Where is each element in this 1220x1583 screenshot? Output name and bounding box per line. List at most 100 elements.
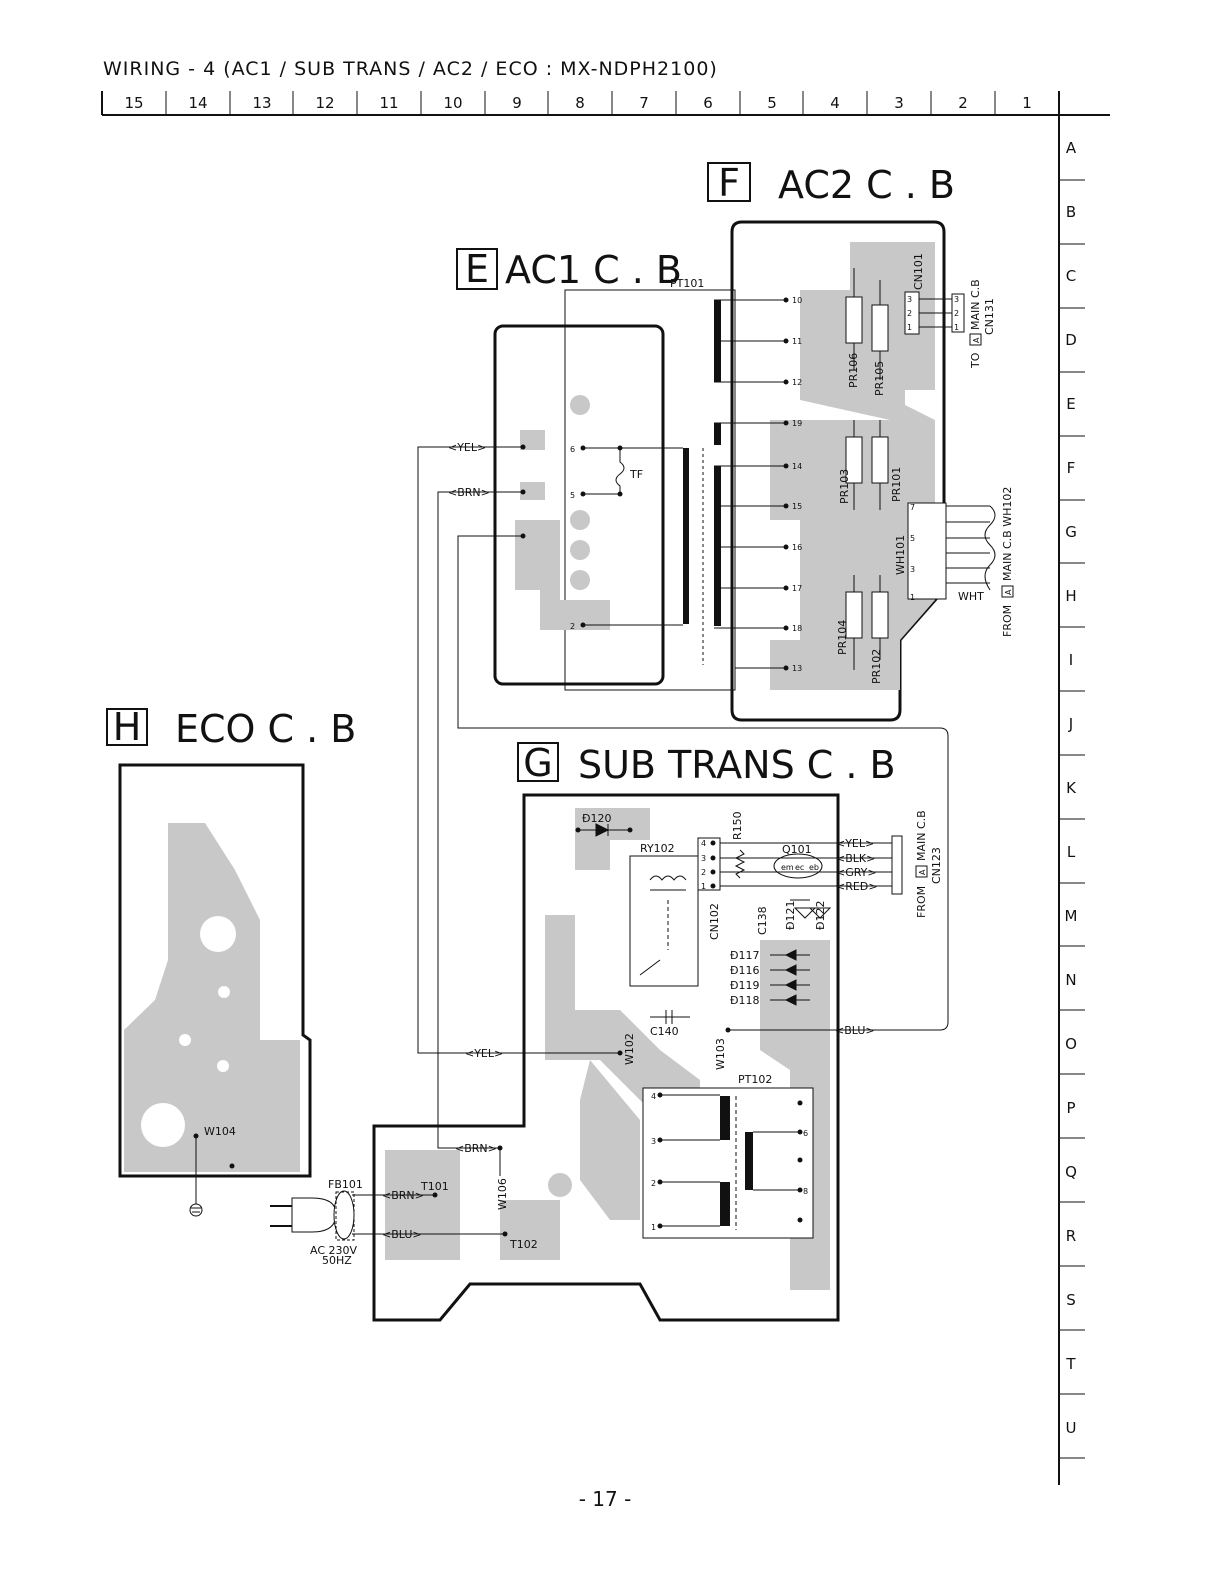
pt101-frame <box>564 289 736 691</box>
ground-icon <box>189 1203 203 1217</box>
ac1-copper <box>515 430 610 630</box>
r150-label: R150 <box>731 811 744 840</box>
pr103-label: PR103 <box>838 469 851 504</box>
wh101-pin: 7 <box>910 503 915 512</box>
wire-blk: <BLK> <box>836 852 875 865</box>
wh101-pin: 3 <box>910 565 915 574</box>
cn102-label: CN102 <box>708 903 721 940</box>
row-label: H <box>1065 587 1076 605</box>
c138-label: C138 <box>756 906 769 935</box>
pr106-label: PR106 <box>847 353 860 388</box>
eco-copper <box>124 823 300 1172</box>
wh101-pin: 5 <box>910 534 915 543</box>
wire-blu: <BLU> <box>382 1228 422 1241</box>
column-labels: 15 14 13 12 11 10 9 8 7 6 5 4 3 2 1 <box>124 94 1031 112</box>
cn131-pin: 3 <box>954 295 959 304</box>
d121-label: Đ121 <box>784 900 797 930</box>
q101-pin-label: eb <box>809 863 819 872</box>
cn123-note-board: MAIN C.B <box>915 810 928 861</box>
d120-label: Đ120 <box>582 812 612 825</box>
row-label: E <box>1066 395 1075 413</box>
pt101-primary-pin: 2 <box>570 622 575 631</box>
wh102-note: FROM A MAIN C.B WH102 <box>1001 487 1014 637</box>
row-label: G <box>1065 523 1077 541</box>
wire-gry: <GRY> <box>836 866 877 879</box>
pt102-pin: 1 <box>651 1223 656 1232</box>
cn123-badge: A <box>918 869 927 875</box>
row-label: R <box>1066 1227 1076 1245</box>
pt101-primary-pin: 6 <box>570 445 575 454</box>
cn101-connector: 3 2 1 3 2 1 <box>907 293 965 333</box>
row-label: I <box>1069 651 1073 669</box>
col-label: 1 <box>1022 94 1032 112</box>
d117-label: Đ117 <box>730 949 760 962</box>
col-label: 10 <box>443 94 462 112</box>
eco-board-outline <box>118 763 312 1178</box>
pt102-pin: 6 <box>803 1129 808 1138</box>
ac1-board-outline <box>493 324 665 686</box>
wh102-note-board: MAIN C.B WH102 <box>1001 487 1014 581</box>
cn123-note: FROM A MAIN C.B CN123 <box>915 810 943 918</box>
eco-board: H ECO C . B W104 <box>106 705 356 1217</box>
wire-blu: <BLU> <box>835 1024 875 1037</box>
cn101-pin: 1 <box>907 323 912 332</box>
pt101-pin: 12 <box>792 378 802 387</box>
subtrans-letter: G <box>523 741 552 785</box>
ac2-title: AC2 C . B <box>778 163 955 207</box>
row-label: L <box>1067 843 1076 861</box>
ry102-label: RY102 <box>640 842 675 855</box>
row-label: S <box>1066 1291 1076 1309</box>
row-label: T <box>1065 1355 1076 1373</box>
ac1-letter-box <box>456 248 498 290</box>
row-labels: A B C D E F G H I J K L M N O P Q R S T … <box>1065 139 1078 1437</box>
w106-label: W106 <box>496 1178 509 1210</box>
col-label: 3 <box>894 94 904 112</box>
ac2-components <box>845 268 947 670</box>
harness-wire-labels: <YEL> <BRN> <YEL> <BRN> <BLU> <BRN> <BLU… <box>382 441 875 1241</box>
cn102-pin: 4 <box>701 839 706 848</box>
wh101-connector: 7 5 3 1 WHT <box>910 503 996 603</box>
wire-brn: <BRN> <box>382 1189 424 1202</box>
col-label: 13 <box>252 94 271 112</box>
pt101-primary-pin: 5 <box>570 491 575 500</box>
row-ticks <box>1059 179 1085 1459</box>
pt102-label: PT102 <box>738 1073 772 1086</box>
col-label: 12 <box>315 94 334 112</box>
ac-rating: AC 230V <box>310 1244 358 1257</box>
cn131-note-board: MAIN C.B <box>969 279 982 330</box>
wire-red: <REĐ> <box>836 880 878 893</box>
d119-label: Đ119 <box>730 979 760 992</box>
c140-label: C140 <box>650 1025 679 1038</box>
cn101-label: CN101 <box>912 253 925 290</box>
cn131-note-prefix: TO <box>969 352 982 369</box>
col-label: 14 <box>188 94 207 112</box>
pt101-pin: 13 <box>792 664 802 673</box>
pt101-pin: 17 <box>792 584 802 593</box>
col-label: 5 <box>767 94 777 112</box>
row-label: P <box>1066 1099 1075 1117</box>
wire-yel: <YEL> <box>448 441 486 454</box>
row-label: Q <box>1065 1163 1077 1181</box>
subtrans-copper <box>545 808 700 1220</box>
subtrans-components <box>578 823 903 1239</box>
pr102-label: PR102 <box>870 649 883 684</box>
row-label: N <box>1065 971 1076 989</box>
pr104-label: PR104 <box>836 620 849 655</box>
row-label: M <box>1065 907 1078 925</box>
row-label: B <box>1066 203 1076 221</box>
pt101-transformer: PT101 10 11 12 19 <box>570 277 802 673</box>
d118-label: Đ118 <box>730 994 760 1007</box>
eco-letter: H <box>113 705 142 749</box>
w104-label: W104 <box>204 1125 236 1138</box>
wire-brn: <BRN> <box>455 1142 497 1155</box>
row-label: D <box>1065 331 1077 349</box>
ac-frequency: 50HZ <box>322 1254 352 1267</box>
pt102-pin: 4 <box>651 1092 656 1101</box>
wire-yel: <YEL> <box>465 1047 503 1060</box>
wire-yel: <YEL> <box>836 837 874 850</box>
cn102-pin: 3 <box>701 854 706 863</box>
pt102-pin: 8 <box>803 1187 808 1196</box>
q101-label: Q101 <box>782 843 812 856</box>
ac1-letter: E <box>465 247 489 291</box>
